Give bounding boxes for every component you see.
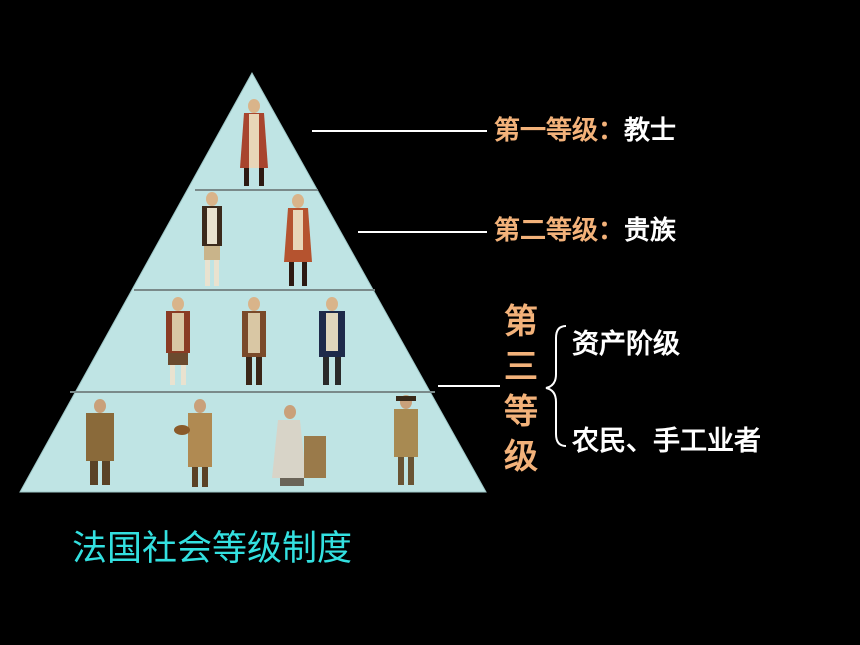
figure-peasant-1 bbox=[86, 399, 114, 485]
figure-bourgeois-2 bbox=[242, 297, 266, 385]
first-estate-label: 第一等级： 教士 bbox=[494, 116, 676, 146]
third-estate-char: 级 bbox=[504, 437, 538, 477]
diagram-caption: 法国社会等级制度 bbox=[72, 529, 353, 569]
third-estate-char: 三 bbox=[504, 347, 538, 387]
second-estate-label: 第二等级： 贵族 bbox=[494, 216, 676, 246]
figure-noble-1 bbox=[202, 192, 222, 286]
figure-peasant-2 bbox=[174, 399, 212, 487]
third-estate-char: 等 bbox=[504, 392, 538, 432]
figure-clergy bbox=[240, 99, 268, 186]
pyramid-shape bbox=[19, 71, 487, 493]
first-estate-value: 教士 bbox=[624, 116, 677, 146]
figure-noble-2 bbox=[284, 194, 312, 286]
third-estate-char: 第 bbox=[504, 302, 538, 342]
first-estate-prefix: 第一等级： bbox=[494, 116, 625, 146]
third-estate-group-bourgeoisie: 资产阶级 bbox=[572, 329, 680, 360]
figure-bourgeois-1 bbox=[166, 297, 190, 385]
figure-peasant-3 bbox=[272, 405, 326, 486]
figure-peasant-4 bbox=[394, 395, 418, 485]
brace-icon bbox=[545, 325, 567, 447]
third-estate-group-peasants: 农民、手工业者 bbox=[572, 426, 761, 457]
second-estate-value: 贵族 bbox=[624, 216, 677, 246]
second-estate-prefix: 第二等级： bbox=[494, 216, 625, 246]
figure-bourgeois-3 bbox=[319, 297, 345, 385]
third-estate-vertical-label: 第 三 等 级 bbox=[503, 300, 539, 480]
